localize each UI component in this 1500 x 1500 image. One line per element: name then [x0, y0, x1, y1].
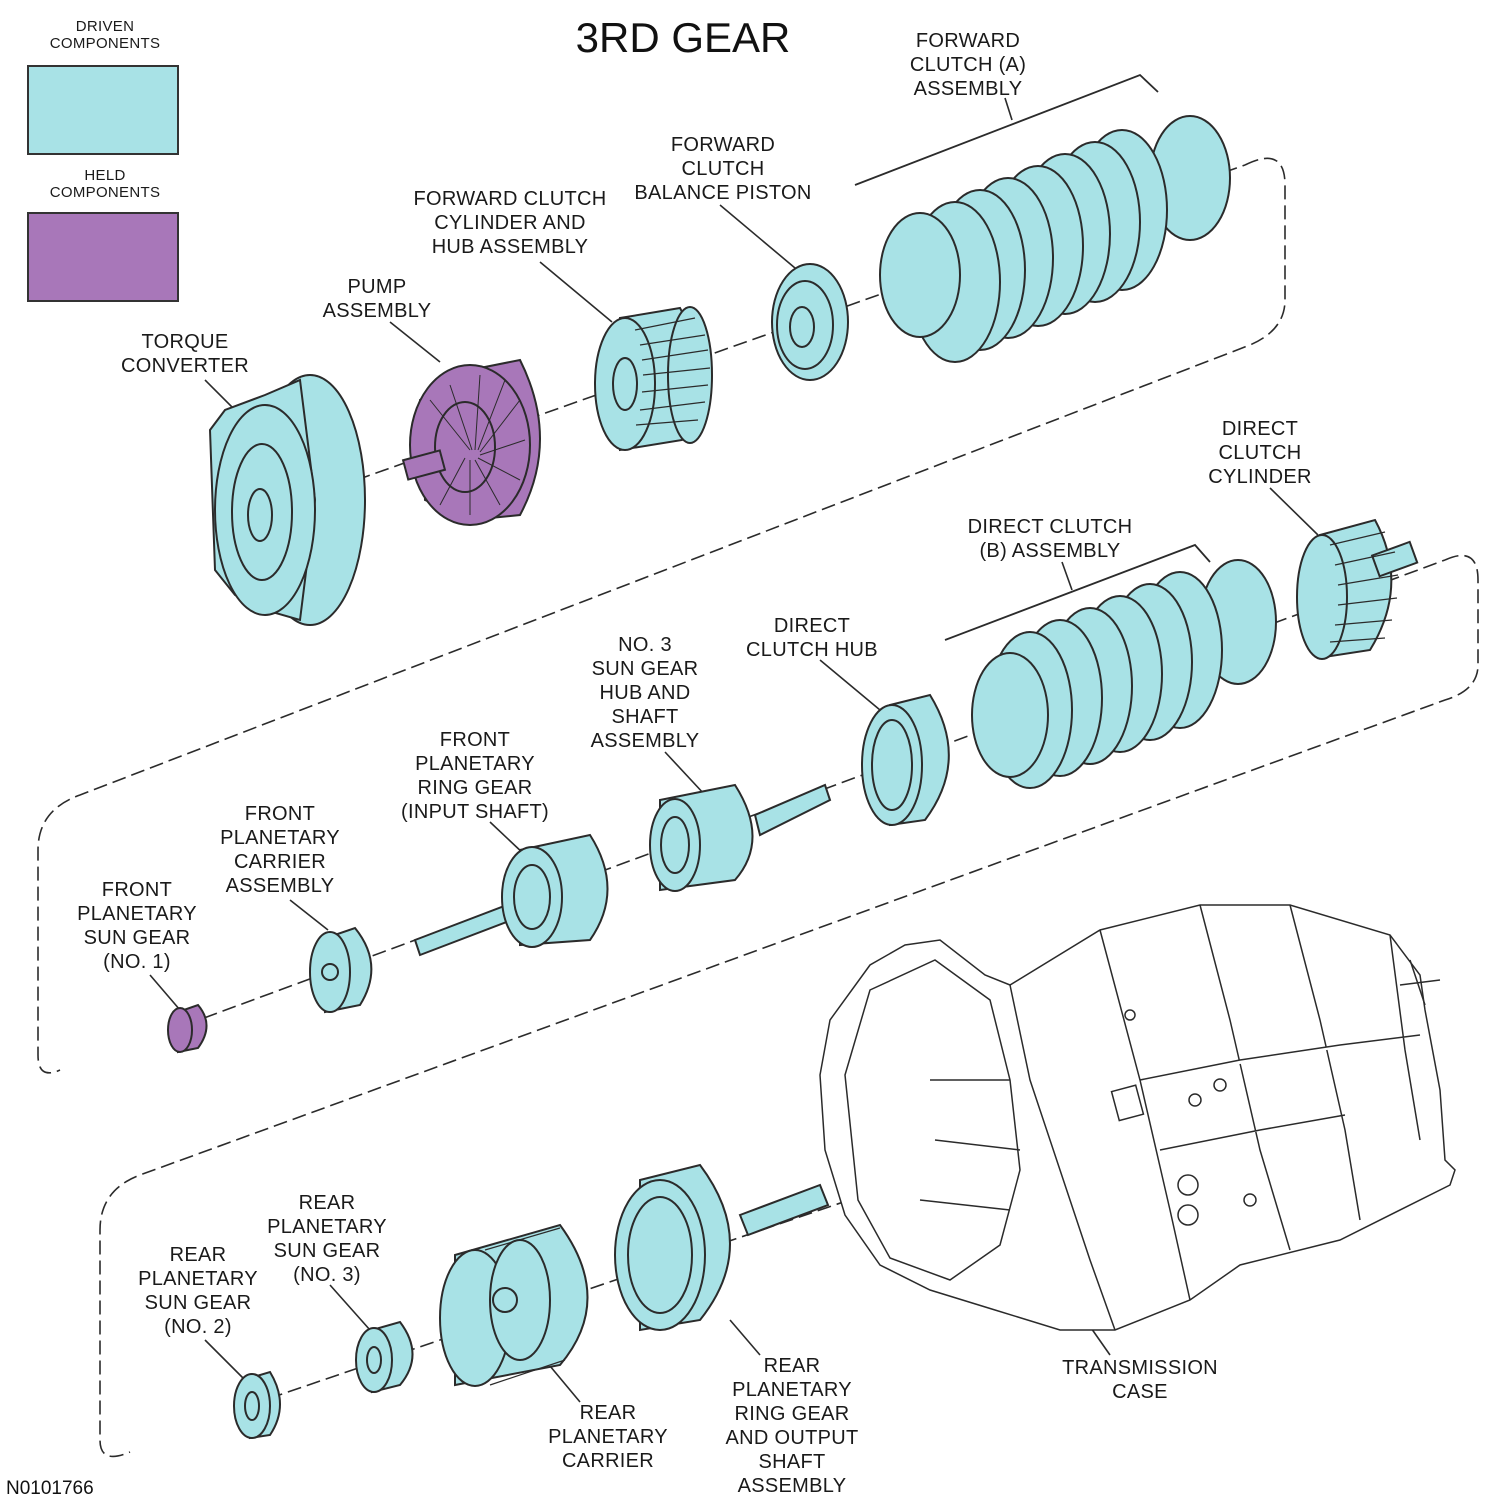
front-planetary-sun-gear-part [167, 1003, 208, 1054]
label-rear-planetary-sun-gear-no3: REAR PLANETARY SUN GEAR (NO. 3) [267, 1192, 387, 1286]
front-planetary-carrier-part [309, 926, 373, 1014]
label-rear-planetary-sun-gear-no2: REAR PLANETARY SUN GEAR (NO. 2) [138, 1244, 258, 1338]
label-direct-clutch-b: DIRECT CLUTCH (B) ASSEMBLY [967, 516, 1133, 562]
label-forward-clutch-a: FORWARD CLUTCH (A) ASSEMBLY [909, 30, 1027, 100]
pump-assembly-part [401, 358, 541, 526]
legend-held-swatch [27, 212, 179, 302]
no3-sun-gear-hub-part [649, 783, 832, 892]
assembly-brackets [854, 73, 1211, 641]
forward-clutch-a-discs [879, 115, 1231, 363]
forward-clutch-cylinder-part [594, 306, 713, 452]
label-front-planetary-ring-gear: FRONT PLANETARY RING GEAR (INPUT SHAFT) [401, 729, 549, 823]
rear-planetary-sun-gear-no3-part [355, 1320, 414, 1394]
direct-clutch-hub-part [861, 693, 950, 827]
legend-held-label: HELD COMPONENTS [49, 167, 161, 201]
label-rear-planetary-carrier: REAR PLANETARY CARRIER [548, 1402, 668, 1472]
label-pump-assembly: PUMP ASSEMBLY [322, 276, 432, 322]
label-rear-planetary-ring-gear: REAR PLANETARY RING GEAR AND OUTPUT SHAF… [725, 1355, 859, 1497]
label-direct-clutch-cylinder: DIRECT CLUTCH CYLINDER [1208, 418, 1312, 488]
driven-components [208, 115, 1419, 1440]
front-planetary-ring-gear-part [413, 833, 609, 957]
rear-planetary-ring-gear-part [614, 1163, 830, 1332]
label-transmission-case: TRANSMISSION CASE [1062, 1357, 1218, 1403]
label-front-planetary-carrier: FRONT PLANETARY CARRIER ASSEMBLY [220, 803, 340, 897]
rear-planetary-sun-gear-no2-part [233, 1370, 281, 1440]
label-forward-clutch-balance-piston: FORWARD CLUTCH BALANCE PISTON [634, 134, 812, 204]
label-forward-clutch-cylinder: FORWARD CLUTCH CYLINDER AND HUB ASSEMBLY [413, 188, 607, 258]
label-front-planetary-sun-gear: FRONT PLANETARY SUN GEAR (NO. 1) [77, 879, 197, 973]
legend-driven-swatch [27, 65, 179, 155]
transmission-case-drawing [819, 904, 1456, 1331]
rear-planetary-carrier-part [439, 1223, 589, 1387]
legend-driven-label: DRIVEN COMPONENTS [49, 18, 161, 52]
label-direct-clutch-hub: DIRECT CLUTCH HUB [746, 615, 878, 661]
torque-converter-part [208, 374, 366, 626]
balance-piston-part [771, 263, 849, 381]
held-components [167, 358, 541, 1054]
direct-clutch-cylinder-part [1296, 518, 1419, 660]
direct-clutch-b-discs [971, 559, 1277, 789]
diagram-title: 3RD GEAR [575, 14, 791, 61]
figure-code: N0101766 [6, 1478, 94, 1499]
label-no3-sun-gear-hub: NO. 3 SUN GEAR HUB AND SHAFT ASSEMBLY [590, 634, 700, 752]
label-torque-converter: TORQUE CONVERTER [121, 331, 249, 377]
